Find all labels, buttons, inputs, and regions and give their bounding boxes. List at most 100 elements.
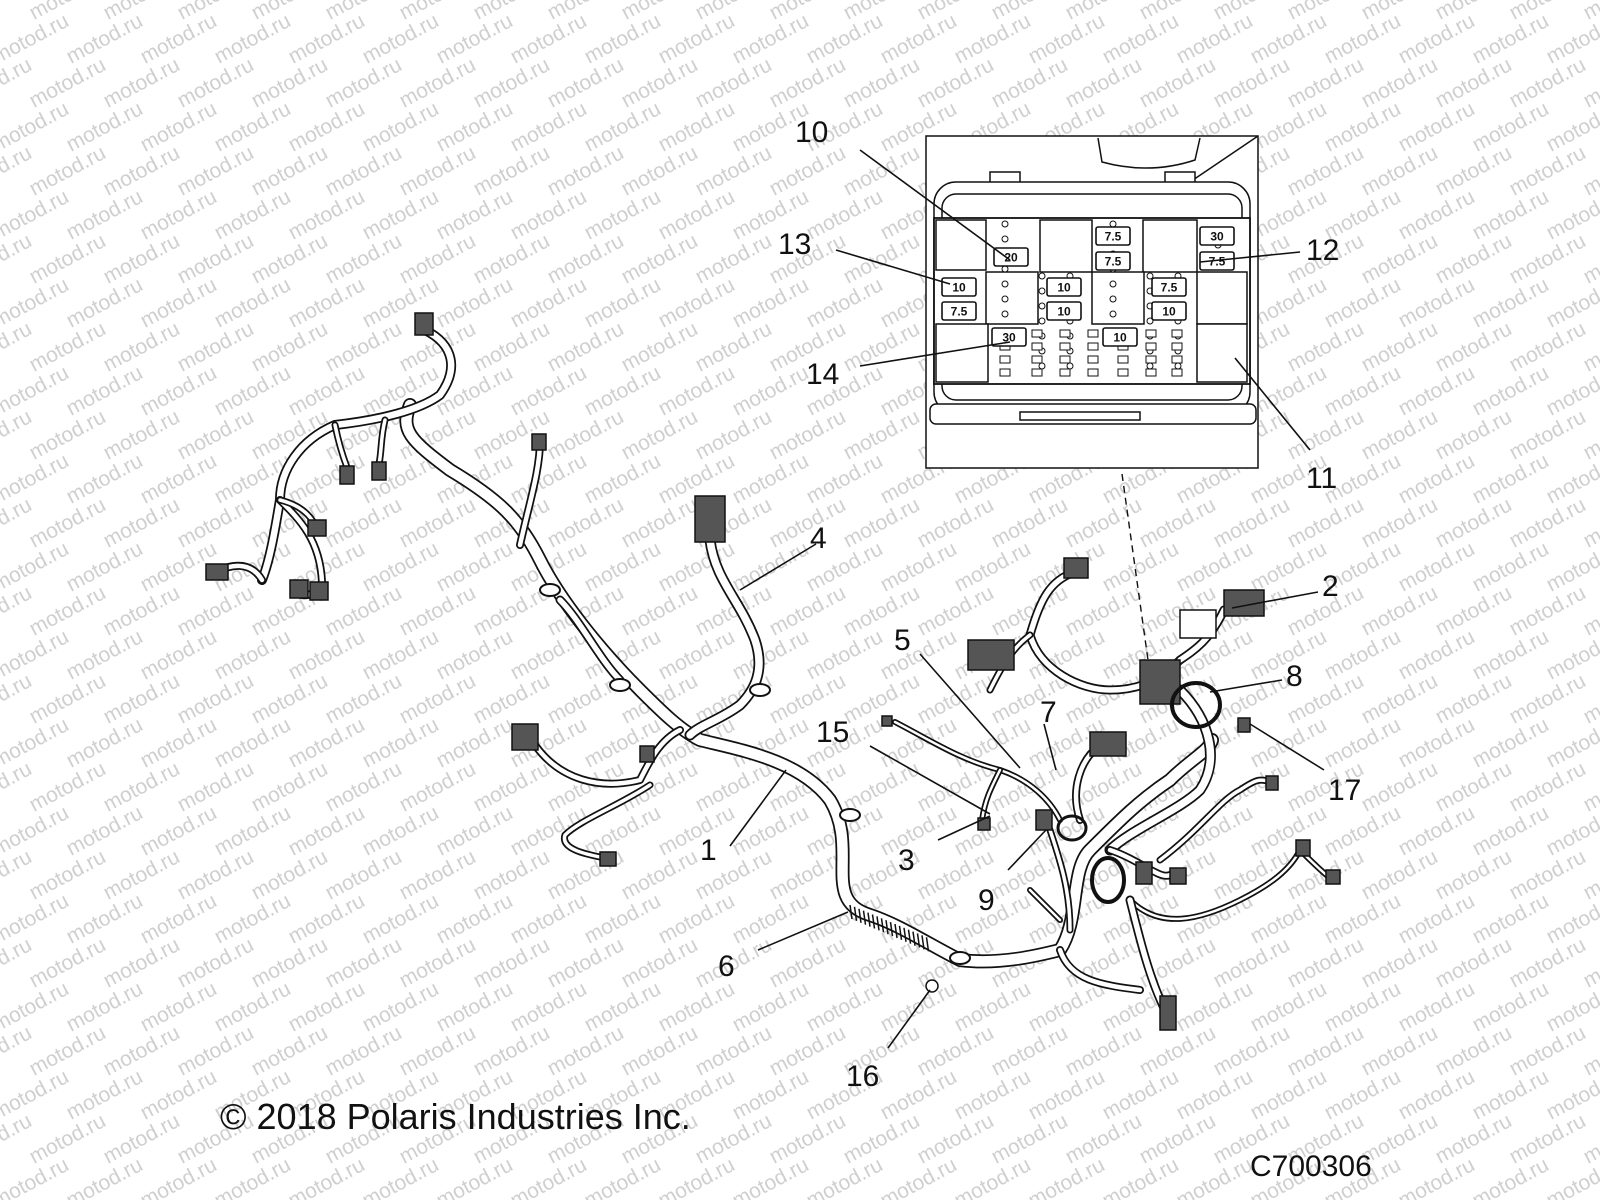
watermark-text: motod.ru	[285, 97, 369, 156]
watermark-text: motod.ru	[1247, 713, 1331, 772]
fuse-body	[1151, 301, 1187, 321]
watermark-text: motod.ru	[137, 713, 221, 772]
watermark-text: motod.ru	[322, 845, 406, 904]
watermark-text: motod.ru	[1432, 493, 1516, 552]
watermark-text: motod.ru	[840, 1109, 924, 1168]
fuse-rating: 10	[952, 281, 966, 295]
watermark-text: motod.ru	[1469, 185, 1553, 244]
watermark-text: motod.ru	[433, 185, 517, 244]
watermark-text: motod.ru	[211, 273, 295, 332]
watermark-text: motod.ru	[1432, 53, 1516, 112]
watermark-text: motod.ru	[1432, 757, 1516, 816]
callout-14: 14	[806, 358, 839, 391]
watermark-text: motod.ru	[1395, 97, 1479, 156]
fuse-pin	[1001, 235, 1009, 243]
watermark-text: motod.ru	[137, 9, 221, 68]
watermark-text: motod.ru	[174, 933, 258, 992]
watermark-text: motod.ru	[322, 757, 406, 816]
watermark-text: motod.ru	[618, 317, 702, 376]
connector-cluster-mid	[1089, 731, 1127, 757]
watermark-text: motod.ru	[1358, 669, 1442, 728]
watermark-text: motod.ru	[248, 229, 332, 288]
watermark-text: motod.ru	[544, 493, 628, 552]
watermark-text: motod.ru	[174, 141, 258, 200]
watermark-text: motod.ru	[211, 889, 295, 948]
watermark-text: motod.ru	[174, 1021, 258, 1080]
watermark-text: motod.ru	[433, 97, 517, 156]
fuse: 10	[1151, 301, 1187, 321]
watermark-text: motod.ru	[1469, 9, 1553, 68]
watermark-text: motod.ru	[618, 53, 702, 112]
watermark-text: motod.ru	[100, 53, 184, 112]
watermark-text: motod.ru	[248, 1021, 332, 1080]
watermark-text: motod.ru	[1358, 53, 1442, 112]
watermark-text: motod.ru	[359, 625, 443, 684]
watermark-text: motod.ru	[1210, 53, 1294, 112]
watermark-text: motod.ru	[692, 1109, 776, 1168]
watermark-text: motod.ru	[63, 889, 147, 948]
watermark-text: motod.ru	[1469, 537, 1553, 596]
fuse-pin	[1038, 302, 1046, 310]
fuse-pin	[1001, 295, 1009, 303]
watermark-text: motod.ru	[1358, 845, 1442, 904]
clip-item-7	[1056, 814, 1088, 842]
watermark-text: motod.ru	[1062, 581, 1146, 640]
watermark-text: motod.ru	[544, 1021, 628, 1080]
connector-right-e	[1265, 775, 1279, 791]
watermark-text: motod.ru	[840, 493, 924, 552]
harness-clamp	[949, 951, 971, 965]
watermark-text: motod.ru	[877, 1065, 961, 1124]
watermark-text: motod.ru	[1469, 625, 1553, 684]
watermark-text: motod.ru	[322, 53, 406, 112]
watermark-text: motod.ru	[359, 97, 443, 156]
watermark-text: motod.ru	[285, 361, 369, 420]
fuse-slot	[1145, 355, 1157, 364]
callout-2: 2	[1322, 570, 1339, 603]
watermark-text: motod.ru	[1284, 317, 1368, 376]
watermark-text: motod.ru	[1506, 1109, 1590, 1168]
watermark-text: motod.ru	[285, 9, 369, 68]
watermark-text: motod.ru	[174, 757, 258, 816]
watermark-text: motod.ru	[63, 713, 147, 772]
watermark-text: motod.ru	[729, 1065, 813, 1124]
watermark-text: motod.ru	[63, 537, 147, 596]
fuse: 10	[1046, 301, 1082, 321]
watermark-text: motod.ru	[470, 141, 554, 200]
watermark-text: motod.ru	[1395, 537, 1479, 596]
watermark-text: motod.ru	[840, 53, 924, 112]
watermark-text: motod.ru	[248, 53, 332, 112]
watermark-text: motod.ru	[1469, 713, 1553, 772]
watermark-text: motod.ru	[1210, 669, 1294, 728]
watermark-text: motod.ru	[137, 449, 221, 508]
watermark-text: motod.ru	[507, 1153, 591, 1200]
conduit-rib	[925, 937, 930, 952]
fuse-body	[1046, 301, 1082, 321]
watermark-text: motod.ru	[1469, 1153, 1553, 1200]
connector-bottom	[1159, 995, 1177, 1031]
conduit-rib	[867, 912, 871, 927]
fuse-pin	[1038, 272, 1046, 280]
watermark-text: motod.ru	[951, 1153, 1035, 1200]
fuse-rating: 10	[1162, 305, 1176, 319]
watermark-text: motod.ru	[1210, 493, 1294, 552]
watermark-text: motod.ru	[1395, 9, 1479, 68]
callout-10: 10	[795, 116, 828, 149]
watermark-text: motod.ru	[914, 1109, 998, 1168]
wire-fill	[1158, 778, 1272, 862]
fuse-slot	[1171, 329, 1183, 338]
watermark-text: motod.ru	[174, 405, 258, 464]
watermark-text: motod.ru	[692, 1021, 776, 1080]
conduit-rib	[885, 920, 889, 935]
callout-13: 13	[778, 228, 811, 261]
watermark-text: motod.ru	[729, 449, 813, 508]
watermark-text: motod.ru	[951, 1065, 1035, 1124]
watermark-text: motod.ru	[433, 1153, 517, 1200]
fuse-slot	[999, 368, 1011, 377]
watermark-text: motod.ru	[766, 493, 850, 552]
wire-fill	[1128, 848, 1302, 921]
fuse-body	[993, 247, 1029, 267]
watermark-text: motod.ru	[618, 493, 702, 552]
watermark-text: motod.ru	[544, 933, 628, 992]
watermark-text: motod.ru	[581, 185, 665, 244]
